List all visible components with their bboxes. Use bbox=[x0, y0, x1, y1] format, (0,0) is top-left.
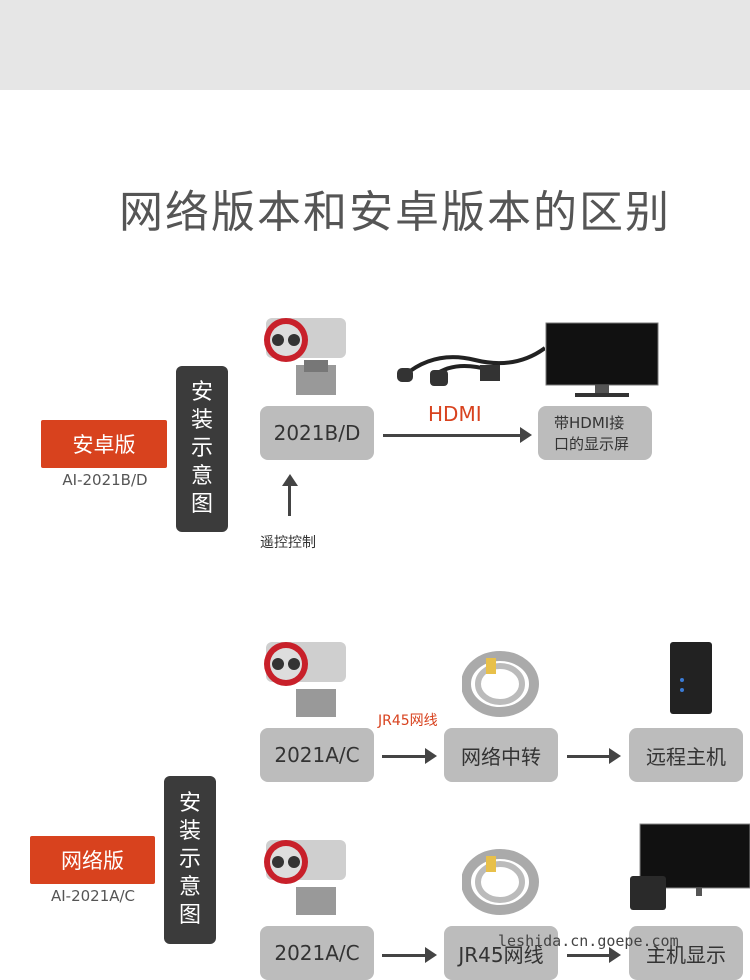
arrow-right bbox=[567, 947, 621, 963]
camera-icon bbox=[264, 642, 346, 717]
install-diagram-label: 安装示意图 bbox=[176, 366, 228, 532]
network-cable-icon bbox=[462, 849, 539, 915]
char: 装 bbox=[178, 819, 201, 844]
page-title: 网络版本和安卓版本的区别 bbox=[119, 187, 671, 238]
device-box: 2021A/C bbox=[260, 728, 374, 782]
char: 装 bbox=[190, 408, 213, 433]
char: 图 bbox=[178, 903, 201, 928]
monitor-icon bbox=[545, 322, 659, 397]
remote-label: 遥控控制 bbox=[260, 535, 316, 551]
arrow-up-head bbox=[282, 474, 298, 486]
char: 安 bbox=[190, 380, 213, 405]
arrow-up bbox=[288, 482, 291, 516]
arrow-right bbox=[383, 427, 532, 443]
remote-host-box: 远程主机 bbox=[629, 728, 743, 782]
android-label: 安卓版 bbox=[41, 420, 167, 468]
watermark: leshida.cn.goepe.com bbox=[498, 932, 679, 950]
display-text: 带HDMI接口的显示屏 bbox=[554, 414, 630, 453]
char: 意 bbox=[190, 464, 213, 489]
top-band bbox=[0, 0, 750, 90]
hdmi-label: HDMI bbox=[428, 402, 482, 426]
display-box: 带HDMI接口的显示屏 bbox=[538, 406, 652, 460]
hdmi-cable-icon bbox=[397, 346, 545, 386]
install-diagram-label: 安装示意图 bbox=[164, 776, 216, 944]
char: 示 bbox=[178, 847, 201, 872]
jr45-label: JR45网线 bbox=[378, 713, 438, 729]
camera-icon bbox=[264, 318, 346, 395]
host-tower-icon bbox=[670, 642, 712, 714]
device-box: 2021B/D bbox=[260, 406, 374, 460]
arrow-right bbox=[382, 748, 437, 764]
arrow-right bbox=[567, 748, 621, 764]
char: 安 bbox=[178, 791, 201, 816]
network-model: AI-2021A/C bbox=[50, 887, 136, 905]
network-cable-icon bbox=[462, 651, 539, 717]
char: 图 bbox=[190, 492, 213, 517]
arrow-right bbox=[382, 947, 437, 963]
char: 意 bbox=[178, 875, 201, 900]
network-label: 网络版 bbox=[30, 836, 155, 884]
device-box: 2021A/C bbox=[260, 926, 374, 980]
relay-box: 网络中转 bbox=[444, 728, 558, 782]
tv-box-icon bbox=[630, 823, 750, 910]
char: 示 bbox=[190, 436, 213, 461]
camera-icon bbox=[264, 840, 346, 915]
android-model: AI-2021B/D bbox=[62, 471, 148, 489]
